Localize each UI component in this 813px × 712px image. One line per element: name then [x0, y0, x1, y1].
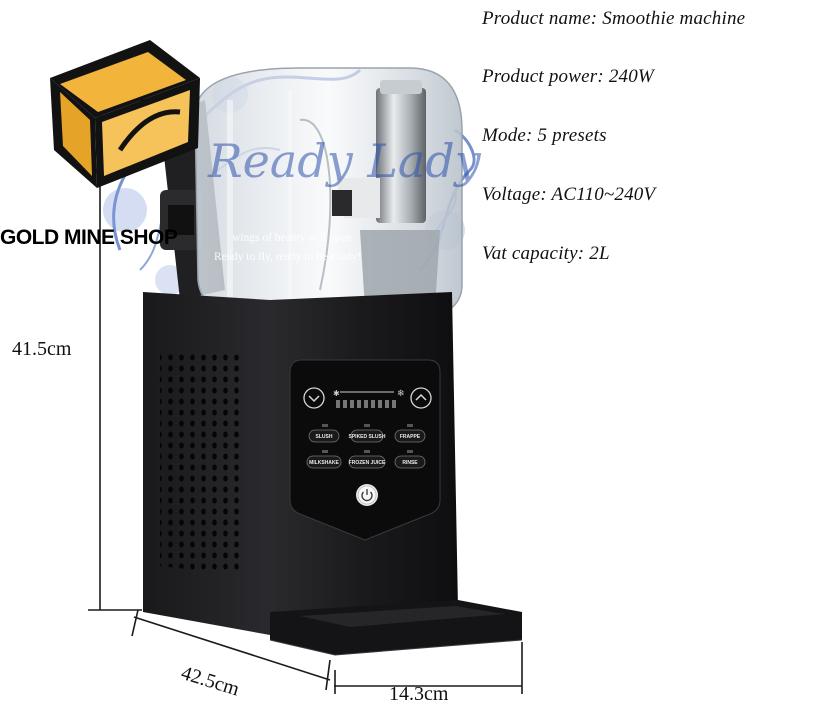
svg-text:FRAPPE: FRAPPE: [400, 434, 421, 440]
watermark-line-1: wings of beauty will open: [232, 232, 352, 244]
dimension-width: 14.3cm: [389, 683, 449, 705]
svg-text:MILKSHAKE: MILKSHAKE: [309, 460, 339, 466]
spec-product-name: Product name: Smoothie machine: [482, 8, 746, 29]
preset-button-rinse[interactable]: RINSE: [394, 450, 426, 469]
down-arrow-button[interactable]: [303, 387, 325, 409]
preset-button-frozen-juice[interactable]: FROZEN JUICE: [348, 450, 386, 469]
svg-text:FROZEN JUICE: FROZEN JUICE: [349, 460, 386, 466]
dimension-height: 41.5cm: [12, 338, 72, 360]
shop-name: GOLD MINE SHOP: [0, 226, 178, 249]
spec-power: Product power: 240W: [482, 66, 654, 87]
snowflake-icon: ❄: [397, 389, 405, 399]
control-panel: ❄ ✱ SLUSH SPIKED SLUSH FRAPPE MILKSHAKE …: [303, 387, 432, 506]
spec-vat-capacity: Vat capacity: 2L: [482, 243, 610, 264]
level-indicator: [336, 391, 396, 408]
watermark-line-2: Ready to fly, ready to be a lady!: [214, 251, 362, 263]
preset-button-spiked-slush[interactable]: SPIKED SLUSH: [349, 424, 386, 443]
spec-mode: Mode: 5 presets: [482, 125, 607, 146]
sun-icon: ✱: [333, 389, 340, 398]
spec-voltage: Voltage: AC110~240V: [482, 184, 656, 205]
machine-side-panel: [143, 292, 270, 635]
power-icon: [361, 491, 373, 502]
preset-button-frappe[interactable]: FRAPPE: [394, 424, 426, 443]
svg-text:SPIKED SLUSH: SPIKED SLUSH: [349, 434, 386, 440]
gold-bar-logo: [50, 40, 200, 188]
svg-text:SLUSH: SLUSH: [316, 434, 333, 440]
preset-button-milkshake[interactable]: MILKSHAKE: [306, 450, 342, 469]
watermark-brand: Ready Lady: [208, 134, 481, 188]
svg-text:RINSE: RINSE: [402, 460, 418, 466]
drip-tray: [269, 600, 523, 656]
power-button[interactable]: [356, 484, 378, 506]
up-arrow-button[interactable]: [410, 387, 432, 409]
preset-button-slush[interactable]: SLUSH: [308, 424, 340, 443]
